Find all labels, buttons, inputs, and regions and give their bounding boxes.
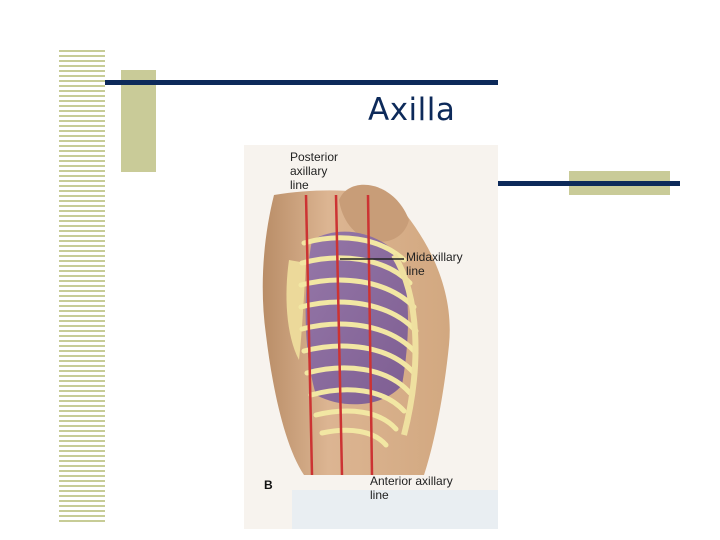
title-rule (105, 80, 498, 85)
decorative-stripes (59, 50, 105, 524)
axilla-figure-svg: Posterior axillary line Midaxillary line… (244, 145, 498, 529)
axilla-illustration: Posterior axillary line Midaxillary line… (244, 145, 498, 529)
figure-footer-panel (292, 490, 498, 529)
decorative-block-top (121, 70, 156, 172)
slide-title: Axilla (368, 92, 455, 128)
side-rule (497, 181, 680, 186)
panel-letter: B (264, 478, 273, 492)
